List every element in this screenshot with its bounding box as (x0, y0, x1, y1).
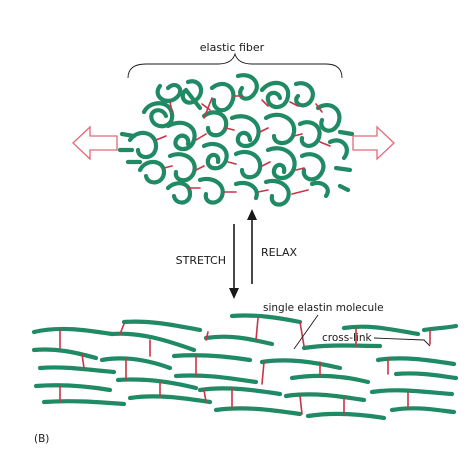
stretched-elastin-network (31, 313, 459, 421)
arrow-up-icon (247, 209, 257, 220)
arrow-left-outline-icon (72, 125, 118, 161)
relaxed-chains (117, 73, 355, 207)
single-elastin-molecule-label: single elastin molecule (263, 302, 384, 314)
relaxed-cross-links (155, 95, 331, 195)
stretched-chains (31, 313, 459, 421)
cross-link-leader (373, 337, 431, 347)
single-elastin-molecule-leader (293, 314, 319, 350)
cross-link-label: cross-link (322, 332, 373, 344)
arrow-down-icon (229, 288, 239, 299)
elastic-fiber-bracket (127, 52, 343, 79)
relax-label: RELAX (261, 246, 297, 259)
stretched-cross-links (59, 317, 431, 415)
arrow-right-outline-icon (352, 125, 395, 161)
elastic-fiber-label: elastic fiber (200, 41, 265, 54)
panel-label: (B) (34, 433, 49, 445)
stretch-relax-arrows (229, 209, 257, 299)
relaxed-elastin-network (117, 73, 355, 207)
stretch-label: STRETCH (176, 254, 226, 267)
